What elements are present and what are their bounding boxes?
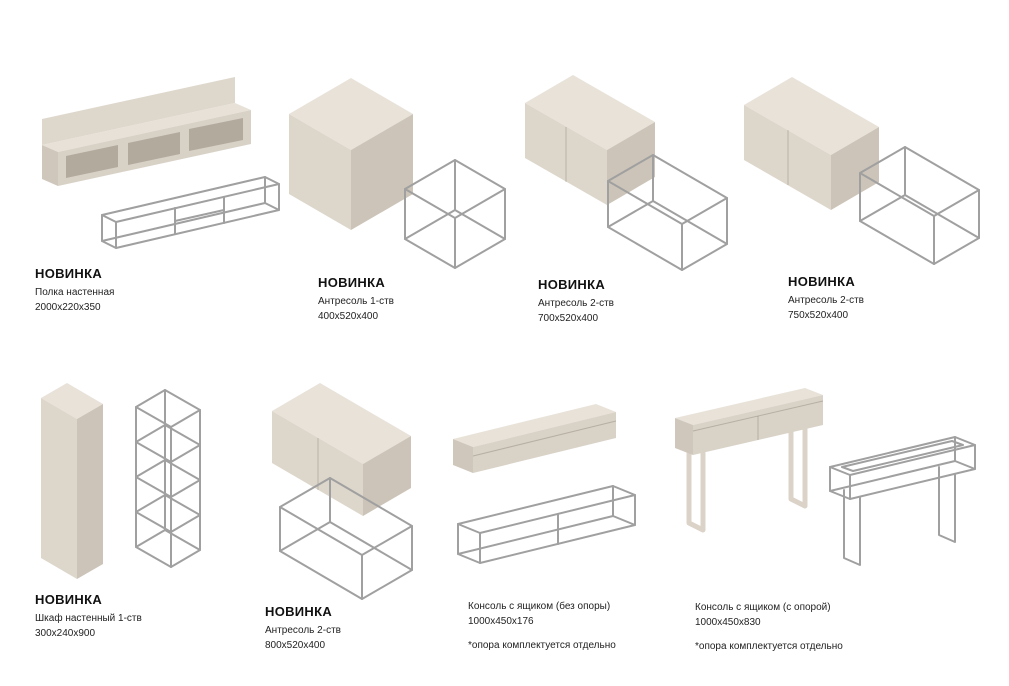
product-card-antresol-2-750: НОВИНКА Антресоль 2-ств 750x520x400 <box>735 72 985 323</box>
wall-cabinet-render <box>41 383 201 579</box>
cabinet-wireframe-icon <box>135 389 201 568</box>
product-note: *опора комплектуется отдельно <box>695 641 843 652</box>
product-card-wall-cabinet: НОВИНКА Шкаф настенный 1-ств 300x240x900 <box>25 375 235 641</box>
cabinet-wireframe-icon <box>404 159 506 269</box>
product-dimensions: 1000x450x176 <box>468 616 534 627</box>
product-dimensions: 800x520x400 <box>265 640 326 651</box>
antresol-2-750-render <box>744 77 980 265</box>
antresol-1-render <box>289 78 506 269</box>
cabinet-solid-icon <box>41 383 103 579</box>
product-dimensions: 750x520x400 <box>788 310 849 321</box>
product-dimensions: 1000x450x830 <box>695 617 761 628</box>
product-card-wall-shelf: НОВИНКА Полка настенная 2000x220x350 <box>30 72 280 315</box>
wall-shelf-render <box>42 77 280 249</box>
product-card-antresol-1: НОВИНКА Антресоль 1-ств 400x520x400 <box>283 68 513 324</box>
cabinet-solid-icon <box>525 75 655 205</box>
product-name: Шкаф настенный 1-ств <box>35 613 142 624</box>
product-dimensions: 400x520x400 <box>318 311 379 322</box>
console-solid-icon <box>675 388 824 533</box>
cabinet-solid-icon <box>289 78 413 230</box>
product-name: Полка настенная <box>35 287 115 298</box>
cabinet-wireframe-icon <box>859 146 980 265</box>
product-dimensions: 300x240x900 <box>35 628 96 639</box>
product-name: Консоль с ящиком (без опоры) <box>468 601 611 612</box>
product-card-antresol-2-700: НОВИНКА Антресоль 2-ств 700x520x400 <box>508 70 758 326</box>
product-name: Антресоль 2-ств <box>538 298 614 309</box>
new-badge: НОВИНКА <box>35 592 103 607</box>
product-name: Антресоль 1-ств <box>318 296 394 307</box>
product-name: Антресоль 2-ств <box>788 295 864 306</box>
wall-shelf-solid-icon <box>42 77 251 186</box>
product-card-console-with-legs: Консоль с ящиком (с опорой) 1000x450x830… <box>655 380 985 654</box>
cabinet-wireframe-icon <box>607 154 728 271</box>
product-card-antresol-2-800: НОВИНКА Антресоль 2-ств 800x520x400 <box>245 378 465 653</box>
product-dimensions: 700x520x400 <box>538 313 599 324</box>
product-note: *опора комплектуется отдельно <box>468 640 616 651</box>
new-badge: НОВИНКА <box>538 277 606 292</box>
product-card-console-no-legs: Консоль с ящиком (без опоры) 1000x450x17… <box>438 385 648 653</box>
wall-shelf-wireframe-icon <box>101 176 280 249</box>
console-no-legs-render <box>453 404 636 564</box>
cabinet-solid-icon <box>744 77 879 210</box>
antresol-2-800-render <box>272 383 413 600</box>
cabinet-solid-icon <box>272 383 411 516</box>
new-badge: НОВИНКА <box>788 274 856 289</box>
cabinet-wireframe-icon <box>279 477 413 600</box>
new-badge: НОВИНКА <box>318 275 386 290</box>
product-name: Консоль с ящиком (с опорой) <box>695 602 831 613</box>
console-with-legs-render <box>675 388 976 566</box>
new-badge: НОВИНКА <box>35 266 103 281</box>
product-dimensions: 2000x220x350 <box>35 302 101 313</box>
product-name: Антресоль 2-ств <box>265 625 341 636</box>
antresol-2-700-render <box>525 75 728 271</box>
console-wireframe-icon <box>457 485 636 564</box>
console-wireframe-icon <box>829 436 976 566</box>
new-badge: НОВИНКА <box>265 604 333 619</box>
console-solid-icon <box>453 404 617 473</box>
